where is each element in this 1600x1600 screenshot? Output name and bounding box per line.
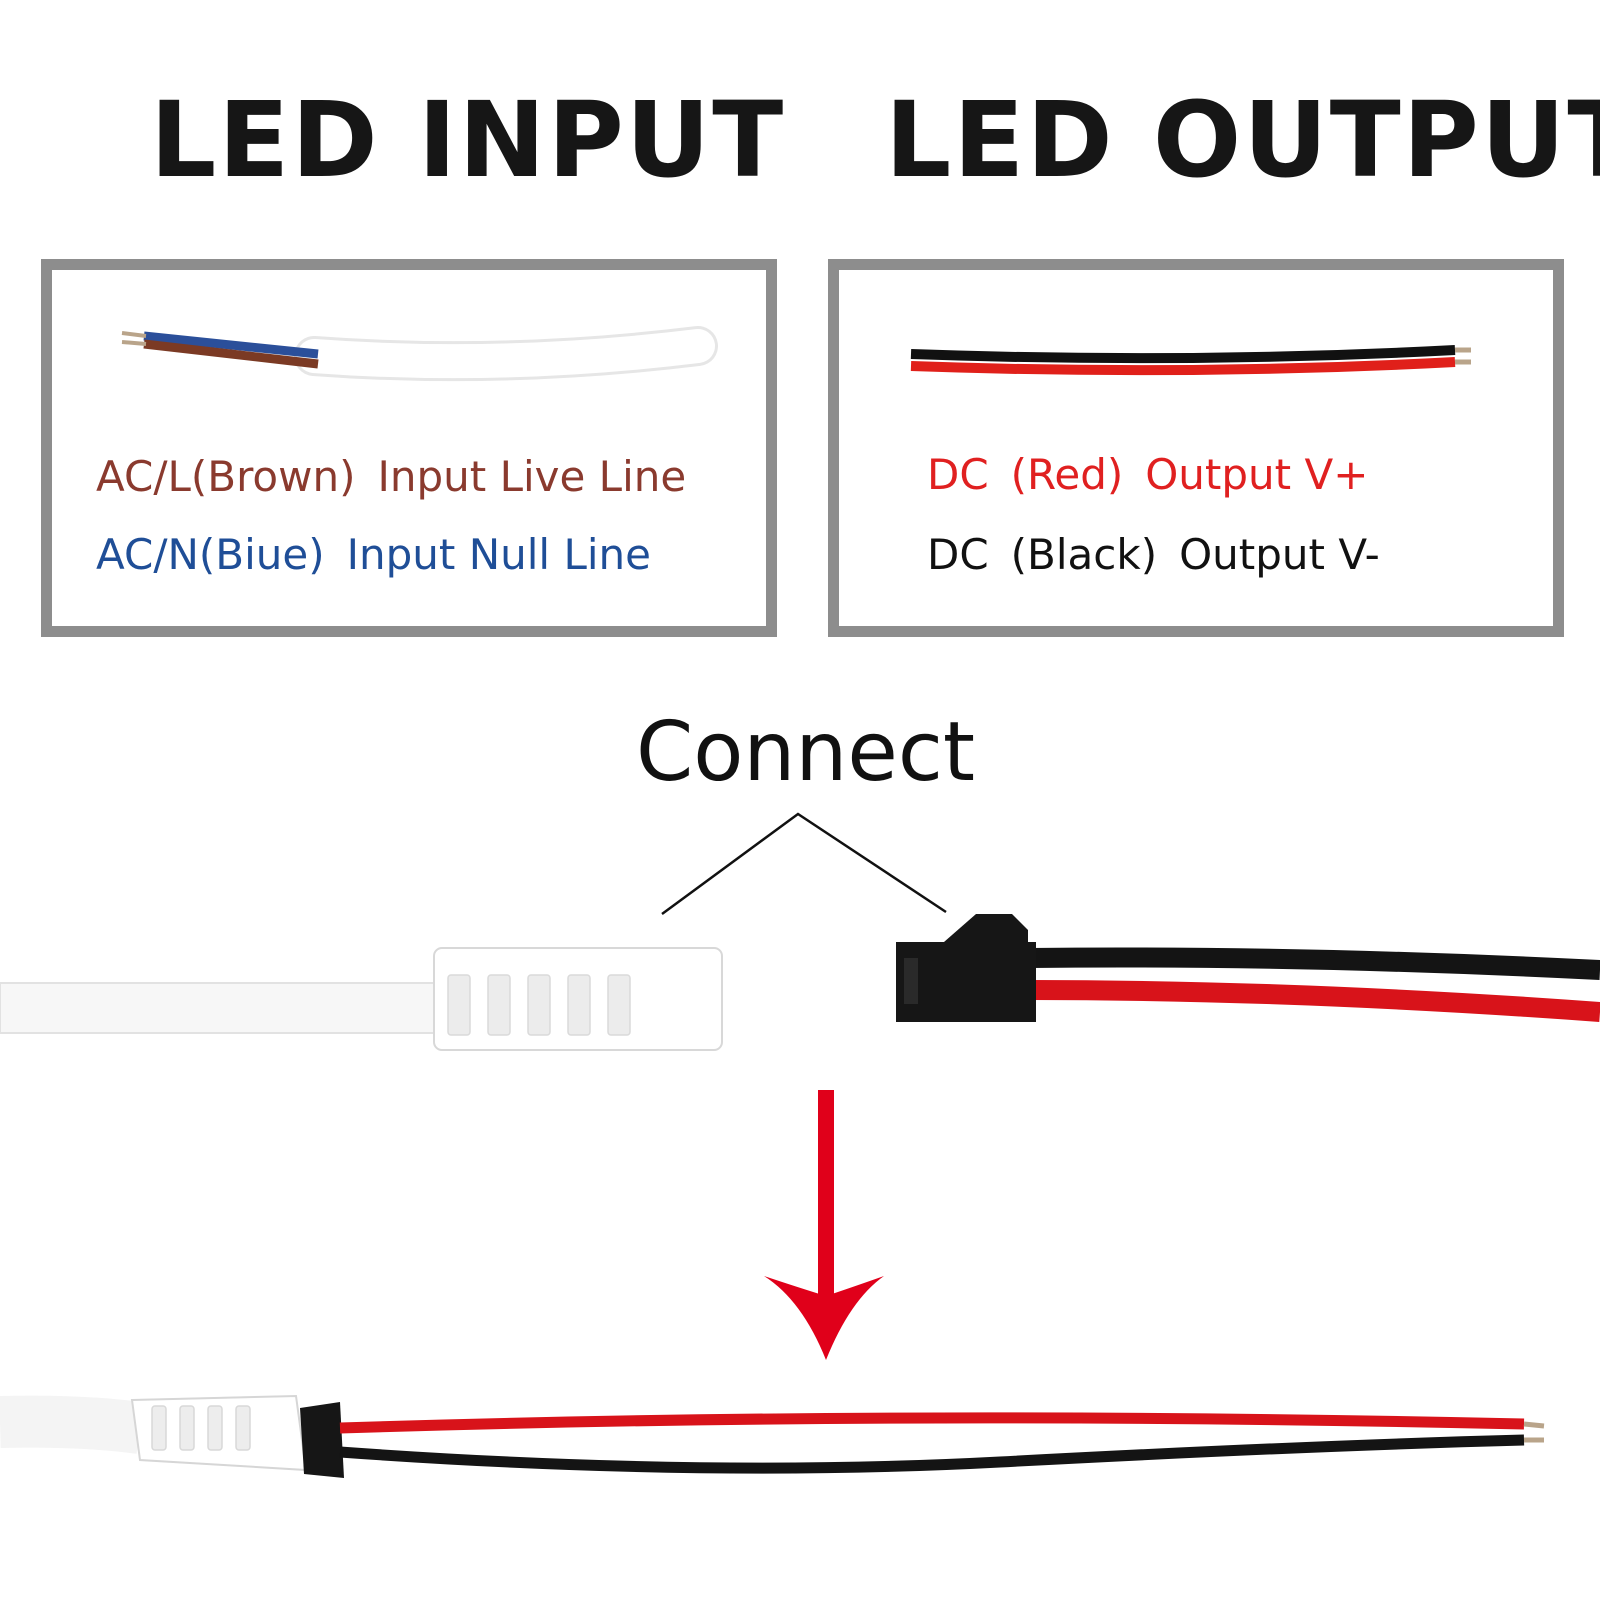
output-negative-legend: DC(Black)Output V- [927, 534, 1402, 576]
output-positive-desc: Output V+ [1145, 450, 1369, 499]
output-negative-desc: Output V- [1179, 530, 1380, 579]
input-live-legend: AC/L(Brown)Input Live Line [96, 456, 708, 498]
output-positive-color: (Red) [1010, 450, 1124, 499]
assembled-cable [0, 1394, 1545, 1478]
output-cable-panel: DC(Red)Output V+ DC(Black)Output V- [828, 259, 1564, 637]
output-negative-label: DC [927, 530, 989, 579]
output-positive-label: DC [927, 450, 989, 499]
input-cable-image [121, 326, 718, 382]
output-negative-color: (Black) [1010, 530, 1158, 579]
led-output-heading: LED OUTPUT [885, 79, 1600, 201]
input-null-label: AC/N(Biue) [96, 530, 325, 579]
output-cable-image [910, 345, 1471, 376]
connect-pointer-lines [661, 812, 947, 916]
male-connector [896, 914, 1600, 1022]
female-connector [0, 947, 723, 1051]
input-live-label: AC/L(Brown) [96, 452, 356, 501]
input-live-desc: Input Live Line [377, 452, 687, 501]
input-cable-panel: AC/L(Brown)Input Live Line AC/N(Biue)Inp… [41, 259, 777, 637]
input-null-desc: Input Null Line [346, 530, 651, 579]
input-null-legend: AC/N(Biue)Input Null Line [96, 534, 673, 576]
connect-label: Connect [636, 705, 976, 800]
output-positive-legend: DC(Red)Output V+ [927, 454, 1390, 496]
led-input-heading: LED INPUT [150, 79, 786, 201]
down-arrow [764, 1090, 884, 1360]
